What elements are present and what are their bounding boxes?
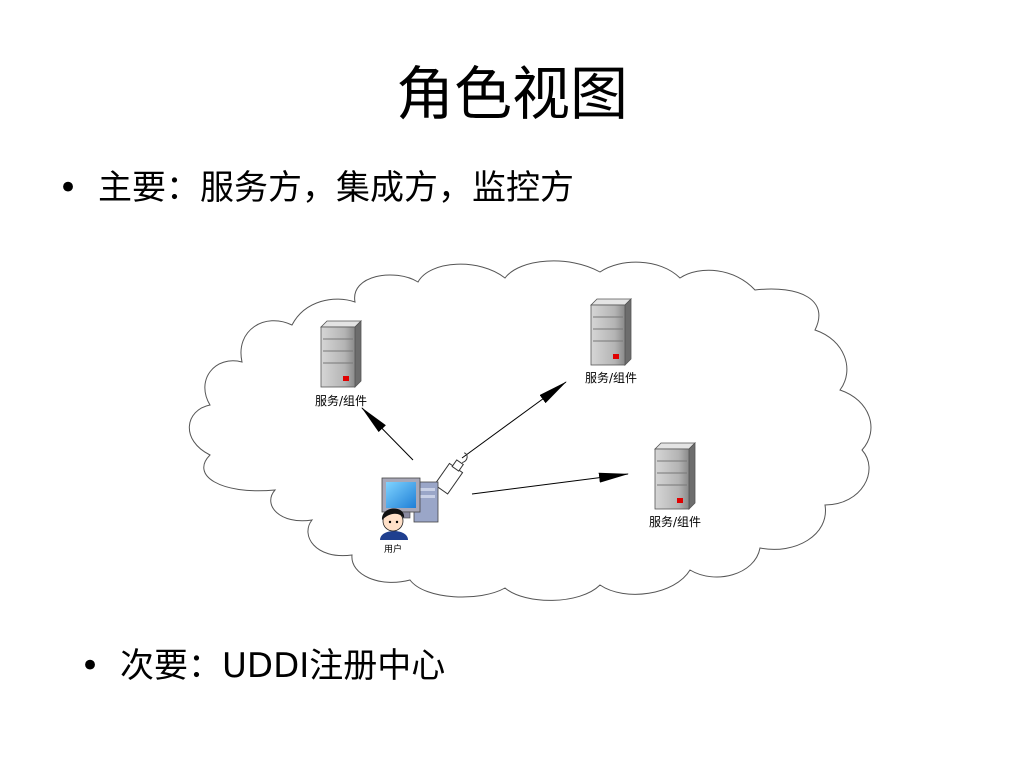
bullet-primary-roles: • 主要：服务方，集成方，监控方 <box>58 166 574 210</box>
server-label: 服务/组件 <box>649 514 701 529</box>
arrow-to-server-top-right <box>461 381 567 459</box>
user-computer-icon <box>381 477 439 523</box>
server-icon <box>654 442 696 510</box>
server-label: 服务/组件 <box>315 393 367 408</box>
server-icon <box>590 298 632 366</box>
arrow-to-server-right <box>471 472 629 495</box>
user-label: 用户 <box>384 543 402 555</box>
bullet-secondary-suffix: 注册中心 <box>309 646 446 686</box>
bullet-secondary-uddi: UDDI <box>222 646 310 686</box>
network-cloud <box>188 260 872 601</box>
bullet-secondary-prefix: 次要： <box>120 646 222 686</box>
server-label: 服务/组件 <box>585 370 637 385</box>
user-avatar-icon <box>380 508 408 540</box>
bullet-primary-text: 主要：服务方，集成方，监控方 <box>98 168 574 208</box>
slide-title: 角色视图 <box>395 60 628 128</box>
bullet-dot: • <box>80 646 101 686</box>
server-icon <box>320 320 362 388</box>
bullet-dot: • <box>58 168 79 208</box>
arrow-to-server-top-left <box>361 407 414 461</box>
connector-plug-icon <box>433 452 468 495</box>
bullet-secondary-roles: • 次要：UDDI注册中心 <box>80 644 445 688</box>
